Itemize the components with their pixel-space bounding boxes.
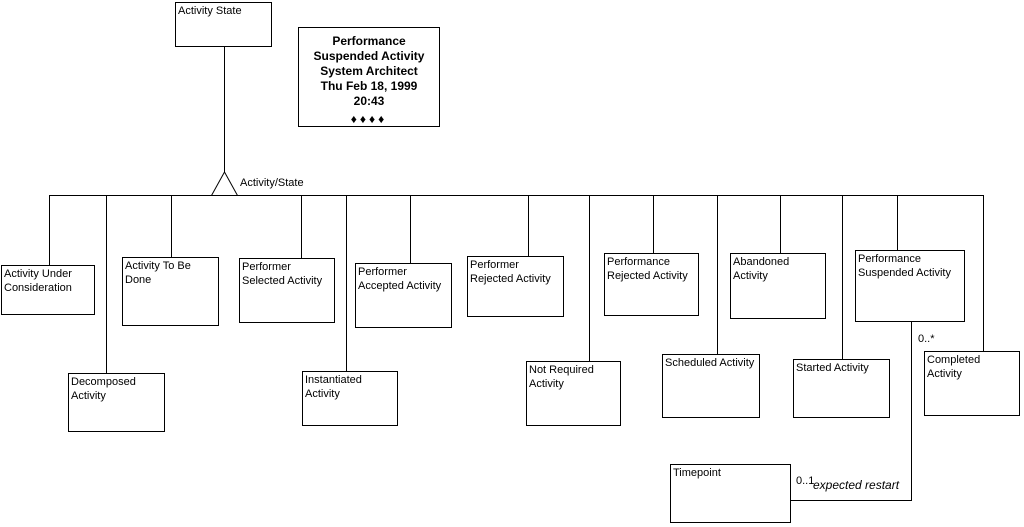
connector-drop-activity-under-consideration[interactable] <box>49 195 50 265</box>
inheritance-triangle-icon[interactable] <box>211 171 238 197</box>
association-role-label: expected restart <box>813 478 900 492</box>
diamonds-icon: ♦♦♦♦ <box>350 112 388 126</box>
connector-drop-performer-rejected-activity[interactable] <box>528 195 529 256</box>
connector-drop-activity-to-be-done[interactable] <box>171 195 172 257</box>
node-label: Activity To Be Done <box>125 260 191 286</box>
connector-drop-instantiated-activity[interactable] <box>346 195 347 371</box>
node-activity-under-consideration[interactable]: Activity Under Consideration <box>1 265 95 315</box>
connector-drop-scheduled-activity[interactable] <box>717 195 718 354</box>
node-label: Abandoned Activity <box>733 256 790 282</box>
node-performer-rejected-activity[interactable]: Performer Rejected Activity <box>467 256 564 317</box>
node-instantiated-activity[interactable]: Instantiated Activity <box>302 371 398 426</box>
node-performance-rejected-activity[interactable]: Performance Rejected Activity <box>604 253 699 316</box>
node-label: Performer Rejected Activity <box>470 259 551 285</box>
node-activity-to-be-done[interactable]: Activity To Be Done <box>122 257 219 326</box>
node-label: Timepoint <box>673 467 721 479</box>
node-scheduled-activity[interactable]: Scheduled Activity <box>662 354 760 418</box>
node-activity-state[interactable]: Activity State <box>175 2 272 47</box>
node-completed-activity[interactable]: Completed Activity <box>924 351 1020 416</box>
connector-drop-performer-accepted-activity[interactable] <box>410 195 411 263</box>
node-label: Performance Rejected Activity <box>607 256 688 282</box>
node-label: Instantiated Activity <box>305 374 362 400</box>
connector-drop-abandoned-activity[interactable] <box>780 195 781 253</box>
connector-drop-not-required-activity[interactable] <box>589 195 590 361</box>
node-label: Performer Selected Activity <box>242 261 323 287</box>
connector-drop-decomposed-activity[interactable] <box>106 195 107 373</box>
inheritance-branch-label: Activity/State <box>240 177 304 189</box>
connector-drop-completed-activity[interactable] <box>983 195 984 351</box>
node-performer-accepted-activity[interactable]: Performer Accepted Activity <box>355 263 452 328</box>
connector-bus-line[interactable] <box>49 195 984 196</box>
node-label: Started Activity <box>796 362 869 374</box>
node-started-activity[interactable]: Started Activity <box>793 359 890 418</box>
node-abandoned-activity[interactable]: Abandoned Activity <box>730 253 826 319</box>
connector-expected-restart-vertical[interactable] <box>911 322 912 501</box>
node-label: Decomposed Activity <box>71 376 136 402</box>
connector-drop-performance-suspended-activity[interactable] <box>897 195 898 250</box>
diagram-title-block[interactable]: Performance Suspended Activity System Ar… <box>298 27 440 127</box>
node-label: Completed Activity <box>927 354 981 380</box>
title-block-text: Performance Suspended Activity System Ar… <box>313 34 425 108</box>
node-label: Performance Suspended Activity <box>858 253 951 279</box>
node-not-required-activity[interactable]: Not Required Activity <box>526 361 621 426</box>
node-timepoint[interactable]: Timepoint <box>670 464 791 523</box>
connector-drop-performance-rejected-activity[interactable] <box>653 195 654 253</box>
node-performance-suspended-activity[interactable]: Performance Suspended Activity <box>855 250 965 322</box>
node-decomposed-activity[interactable]: Decomposed Activity <box>68 373 165 432</box>
node-label: Activity State <box>178 5 242 17</box>
connector-drop-started-activity[interactable] <box>842 195 843 359</box>
node-label: Scheduled Activity <box>665 357 755 369</box>
node-label: Performer Accepted Activity <box>358 266 442 292</box>
node-label: Not Required Activity <box>529 364 594 390</box>
node-label: Activity Under Consideration <box>4 268 72 294</box>
connector-drop-performer-selected-activity[interactable] <box>301 195 302 258</box>
cardinality-label-target: 0..1 <box>796 475 815 487</box>
connector-expected-restart-horizontal[interactable] <box>791 500 912 501</box>
connector-root-stem[interactable] <box>224 47 225 172</box>
node-performer-selected-activity[interactable]: Performer Selected Activity <box>239 258 335 323</box>
cardinality-label-source: 0..* <box>918 333 935 345</box>
